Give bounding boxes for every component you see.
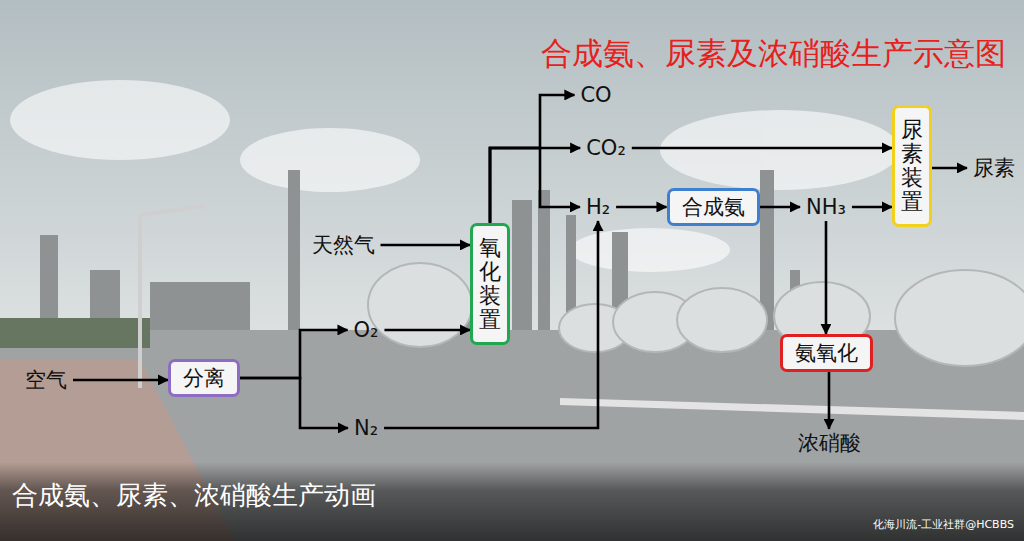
product-label: 尿素	[967, 154, 1021, 182]
road	[0, 330, 1024, 541]
flow-arrow	[932, 167, 967, 170]
clouds	[10, 80, 230, 160]
flow-arrow	[490, 95, 574, 223]
process-box: 尿素装置	[892, 105, 932, 228]
plant-structures	[288, 170, 300, 330]
flow-arrow	[490, 148, 580, 223]
diagram-title: 合成氨、尿素及浓硝酸生产示意图	[541, 33, 1006, 75]
node-text: 尿素装置	[901, 118, 923, 215]
stream-label: CO₂	[580, 134, 632, 162]
node-text: 空气	[25, 368, 67, 392]
flow-arrow	[384, 221, 598, 428]
node-text: NH₃	[806, 195, 846, 219]
lamp-post	[138, 215, 142, 388]
clouds	[570, 228, 730, 272]
process-box: 分离	[168, 359, 240, 397]
node-text: 浓硝酸	[798, 431, 861, 455]
node-text: 分离	[183, 366, 225, 390]
plant-structures	[538, 190, 550, 330]
plant-structures	[512, 200, 532, 330]
node-text: 天然气	[312, 233, 375, 257]
stream-label: CO	[574, 81, 617, 109]
flow-arrow	[760, 206, 801, 209]
node-text: H₂	[586, 195, 610, 219]
node-text: 尿素	[973, 156, 1015, 180]
flow-arrow	[852, 206, 892, 209]
node-text: 氨氧化	[795, 341, 858, 365]
clouds	[240, 128, 420, 192]
spherical-tanks	[368, 263, 472, 347]
flow-arrow	[616, 206, 666, 209]
feed-label: 天然气	[306, 231, 381, 259]
flow-arrow	[384, 329, 470, 332]
flow-arrow	[381, 244, 471, 247]
flow-arrow	[240, 378, 348, 428]
stream-label: N₂	[348, 414, 384, 442]
process-box: 氧化装置	[470, 223, 510, 346]
process-box: 氨氧化	[780, 334, 873, 372]
stream-label: NH₃	[800, 193, 852, 221]
node-text: N₂	[354, 416, 378, 440]
spherical-tanks	[368, 263, 1024, 366]
node-text: CO₂	[586, 136, 626, 160]
lamp-post	[140, 206, 205, 215]
plant-structures	[40, 235, 58, 330]
clouds	[660, 110, 900, 190]
node-text: CO	[580, 83, 611, 107]
flow-arrow	[828, 372, 831, 429]
stream-label: 空气	[19, 366, 73, 394]
watermark: 化海川流-工业社群@HCBBS	[873, 517, 1014, 532]
caption: 合成氨、尿素、浓硝酸生产动画	[12, 478, 376, 513]
flow-arrow	[490, 148, 580, 223]
node-text: 合成氨	[682, 195, 745, 219]
hedge	[0, 318, 150, 348]
plant-structures	[150, 282, 250, 330]
stream-label: H₂	[580, 193, 616, 221]
stream-label: O₂	[348, 316, 385, 344]
spherical-tanks	[677, 288, 767, 352]
flow-arrow	[73, 379, 168, 382]
product-label: 浓硝酸	[792, 429, 867, 457]
caption-band	[0, 462, 1024, 541]
flow-arrow	[632, 147, 892, 150]
flow-arrow	[240, 330, 348, 378]
flow-arrow	[825, 221, 828, 334]
sky	[0, 0, 1024, 340]
node-text: 氧化装置	[479, 236, 501, 333]
node-text: O₂	[354, 318, 379, 342]
curb	[560, 398, 1024, 420]
process-box: 合成氨	[667, 188, 760, 226]
spherical-tanks	[895, 270, 1024, 366]
